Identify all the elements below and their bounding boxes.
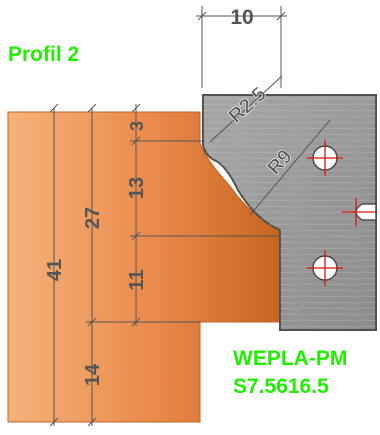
dimension-profile-height-label: 27 (82, 207, 104, 229)
dimension-lines-vertical (49, 103, 280, 427)
profile-title: Profil 2 (8, 43, 80, 66)
leader-r9 (249, 119, 331, 216)
dimension-top-width-label: 10 (230, 6, 253, 29)
dimension-overall-height-label: 41 (44, 259, 66, 281)
product-label: WEPLA-PM S7.5616.5 (233, 345, 347, 401)
leader-r2-5 (209, 75, 283, 143)
dimension-height-11-label: 11 (126, 269, 148, 290)
dimension-height-13-label: 13 (126, 177, 148, 199)
dimension-top-width (196, 6, 287, 88)
mounting-hole-lower (307, 250, 343, 286)
mounting-hole-upper (307, 140, 343, 176)
product-code: S7.5616.5 (233, 375, 329, 398)
dimension-offset-3-label: 3 (127, 121, 147, 131)
brand-name: WEPLA-PM (233, 347, 348, 370)
mounting-hole-edge (342, 198, 376, 226)
dimension-base-label: 14 (82, 363, 104, 386)
